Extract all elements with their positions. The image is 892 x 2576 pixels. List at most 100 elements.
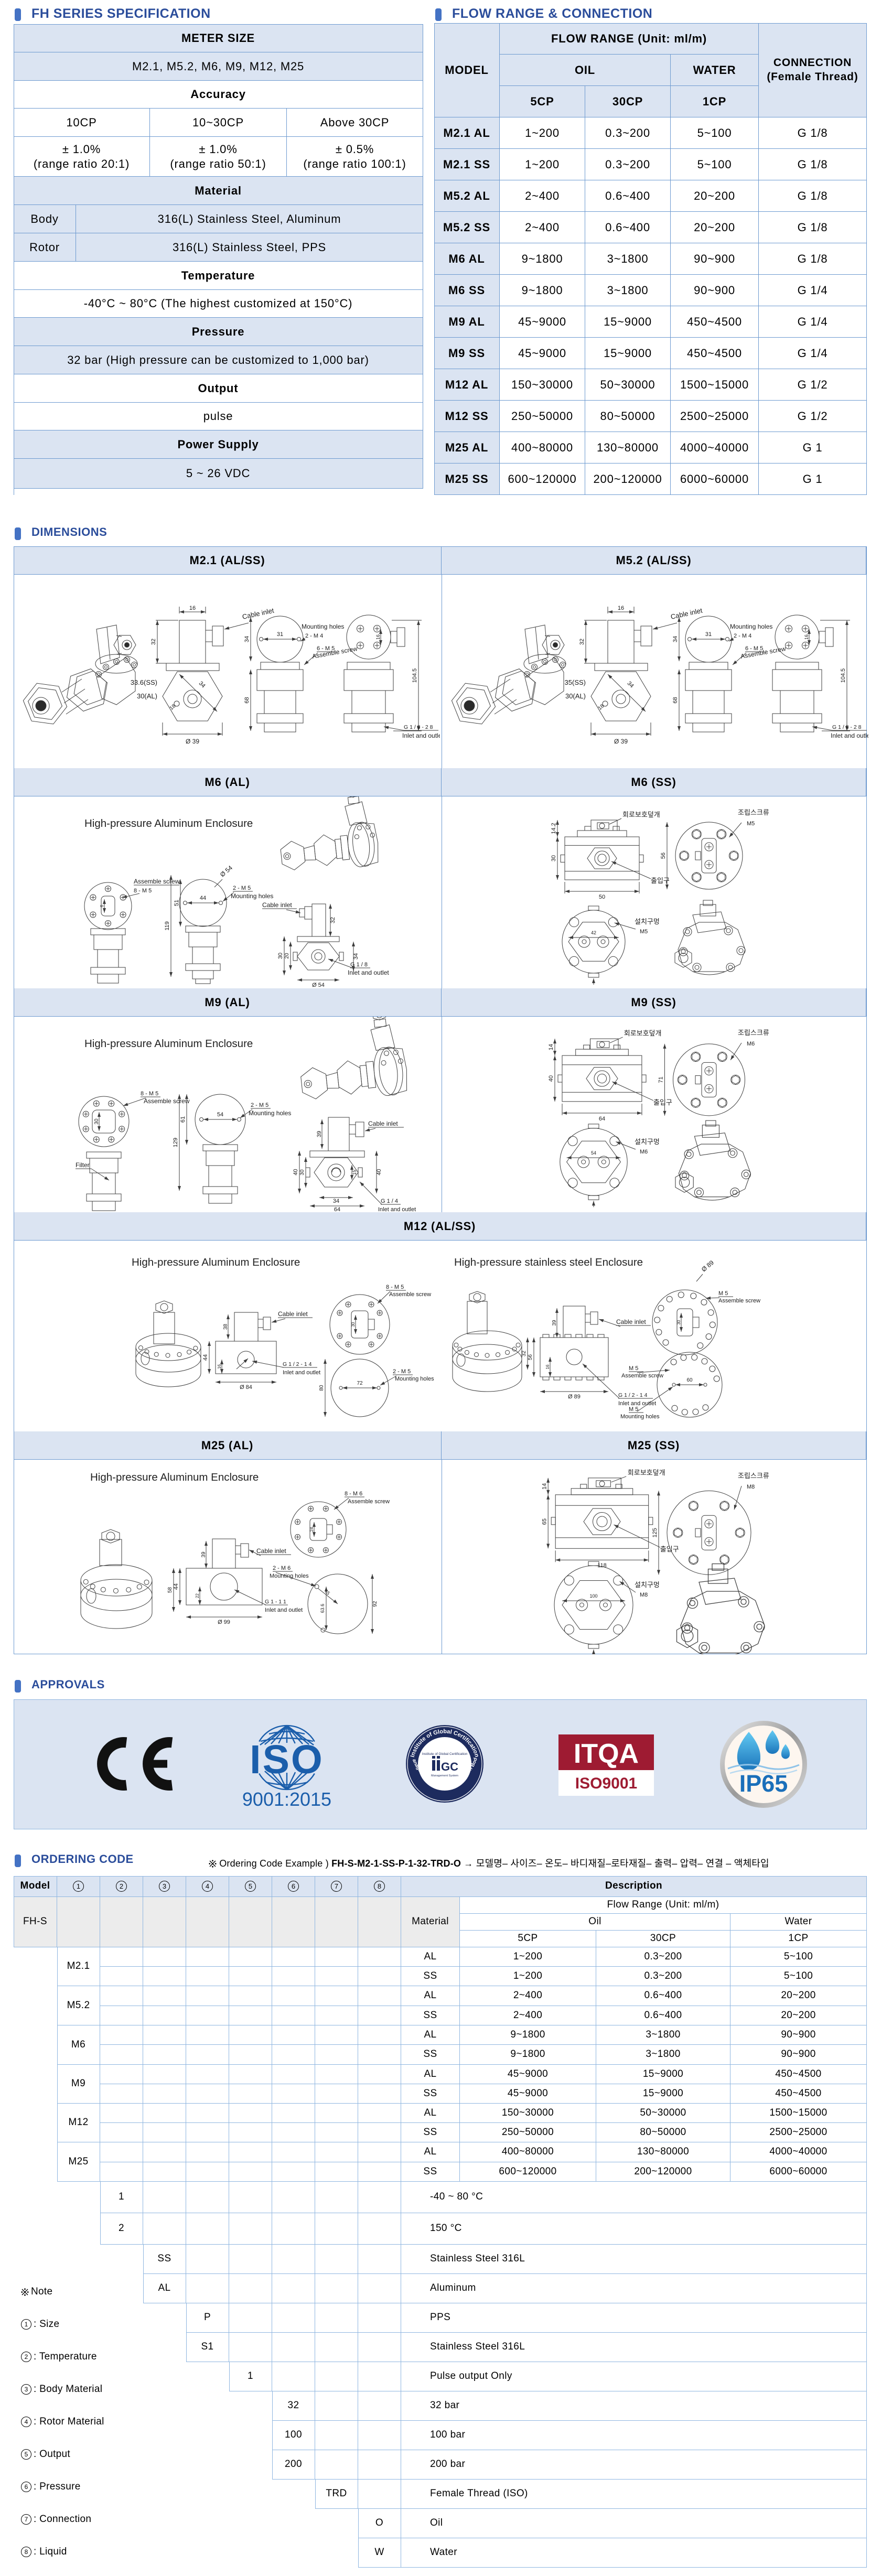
svg-text:설치구멍: 설치구멍: [635, 918, 660, 925]
svg-text:Cable inlet: Cable inlet: [616, 1318, 646, 1325]
svg-text:33.6(SS): 33.6(SS): [131, 678, 157, 686]
svg-text:34: 34: [353, 953, 359, 960]
svg-text:High-pressure Aluminum Enclosu: High-pressure Aluminum Enclosure: [132, 1256, 300, 1268]
svg-text:설치구멍: 설치구멍: [635, 1581, 660, 1589]
svg-text:65: 65: [541, 1518, 547, 1525]
svg-text:40: 40: [548, 1075, 554, 1082]
svg-text:2 - M 4: 2 - M 4: [734, 633, 751, 639]
svg-text:14: 14: [548, 1044, 554, 1050]
svg-text:61: 61: [180, 1116, 186, 1123]
svg-text:Assemble screw: Assemble screw: [134, 878, 180, 885]
svg-text:G 1 / 2 - 1 4: G 1 / 2 - 1 4: [283, 1361, 312, 1367]
svg-text:34: 34: [198, 680, 207, 689]
svg-text:6: 6: [100, 904, 104, 907]
svg-text:ISO: ISO: [250, 1737, 324, 1782]
svg-text:30(AL): 30(AL): [565, 692, 586, 700]
svg-text:16: 16: [618, 605, 624, 611]
svg-text:High-pressure Aluminum Enclosu: High-pressure Aluminum Enclosure: [90, 1471, 259, 1483]
svg-text:35(SS): 35(SS): [565, 678, 586, 686]
svg-text:Ø 54: Ø 54: [312, 982, 325, 988]
svg-text:Filter: Filter: [76, 1161, 90, 1169]
svg-text:GC: GC: [441, 1760, 458, 1773]
svg-text:30(AL): 30(AL): [137, 692, 157, 700]
svg-text:44: 44: [202, 1354, 209, 1361]
svg-text:129: 129: [173, 1138, 179, 1147]
svg-text:44: 44: [173, 1583, 179, 1590]
svg-text:63.6: 63.6: [320, 1604, 325, 1613]
svg-text:Assemble screw: Assemble screw: [621, 1373, 663, 1379]
svg-text:39: 39: [316, 1131, 323, 1137]
svg-text:2 - M 5: 2 - M 5: [251, 1102, 268, 1108]
svg-text:54: 54: [591, 1150, 596, 1156]
svg-text:34: 34: [333, 1198, 339, 1204]
svg-text:118: 118: [597, 1562, 607, 1569]
svg-text:G 1 / 2 - 1 4: G 1 / 2 - 1 4: [618, 1392, 648, 1398]
svg-text:16: 16: [545, 1364, 550, 1369]
svg-text:40: 40: [376, 1169, 382, 1175]
svg-text:71: 71: [658, 1076, 664, 1083]
svg-text:31: 31: [277, 631, 283, 638]
svg-text:Cable inlet: Cable inlet: [256, 1547, 286, 1555]
svg-text:16: 16: [804, 634, 809, 640]
svg-text:회로보호덮개: 회로보호덮개: [628, 1469, 665, 1476]
svg-text:80: 80: [319, 1385, 325, 1391]
svg-text:Mounting holes: Mounting holes: [270, 1573, 309, 1579]
svg-text:M6: M6: [747, 1041, 755, 1047]
svg-text:Assemble screw: Assemble screw: [389, 1291, 431, 1298]
svg-text:M8: M8: [747, 1484, 755, 1490]
svg-text:Mounting holes: Mounting holes: [395, 1376, 434, 1382]
svg-text:출입구: 출입구: [651, 877, 670, 885]
svg-text:34: 34: [626, 680, 635, 689]
svg-text:32: 32: [151, 639, 157, 645]
svg-text:56: 56: [660, 853, 667, 859]
svg-text:18: 18: [169, 703, 177, 712]
svg-text:8 - M 5: 8 - M 5: [386, 1284, 404, 1290]
svg-text:Mounting holes: Mounting holes: [231, 892, 273, 900]
svg-text:2 - M 5: 2 - M 5: [393, 1368, 411, 1375]
svg-text:16: 16: [375, 634, 381, 640]
svg-text:출입구: 출입구: [653, 1098, 672, 1106]
svg-text:High-pressure stainless steel: High-pressure stainless steel Enclosure: [454, 1256, 643, 1268]
svg-text:Inlet and outlet: Inlet and outlet: [831, 732, 868, 739]
svg-text:Assemble screw: Assemble screw: [144, 1097, 190, 1105]
svg-text:30: 30: [94, 1118, 100, 1125]
svg-text:44: 44: [200, 895, 206, 901]
svg-text:조립스크류: 조립스크류: [738, 1029, 769, 1037]
svg-text:15: 15: [352, 1170, 357, 1175]
svg-text:Cable inlet: Cable inlet: [368, 1120, 398, 1127]
svg-text:회로보호덮개: 회로보호덮개: [624, 1029, 662, 1037]
svg-text:32: 32: [579, 639, 585, 645]
svg-text:72: 72: [357, 1381, 363, 1386]
svg-text:Ø 54: Ø 54: [219, 864, 234, 879]
svg-text:39: 39: [552, 1320, 557, 1326]
svg-text:IP65: IP65: [739, 1770, 788, 1797]
svg-text:Inlet and outlet: Inlet and outlet: [283, 1370, 320, 1376]
svg-text:58: 58: [167, 1587, 173, 1593]
svg-text:30: 30: [551, 855, 557, 861]
svg-text:G 1 / 4: G 1 / 4: [381, 1198, 398, 1204]
svg-text:9001:2015: 9001:2015: [242, 1788, 331, 1810]
svg-text:Inlet and outlet: Inlet and outlet: [378, 1206, 416, 1212]
svg-text:8 - M 6: 8 - M 6: [345, 1491, 362, 1497]
svg-text:18: 18: [597, 703, 606, 712]
svg-text:Inlet and outlet: Inlet and outlet: [265, 1607, 303, 1613]
svg-text:M 5: M 5: [718, 1290, 728, 1297]
svg-text:8 - M 5: 8 - M 5: [141, 1091, 158, 1097]
svg-text:Mounting holes: Mounting holes: [620, 1414, 660, 1420]
svg-text:104.5: 104.5: [412, 669, 418, 683]
svg-text:14.2: 14.2: [551, 823, 557, 834]
svg-text:G 1 / 8 - 2 8: G 1 / 8 - 2 8: [832, 724, 862, 730]
svg-text:M 5: M 5: [629, 1406, 638, 1413]
svg-text:설치구멍: 설치구멍: [635, 1138, 660, 1146]
svg-text:Assemble screw: Assemble screw: [718, 1298, 760, 1304]
svg-text:64: 64: [334, 1206, 340, 1212]
svg-text:42: 42: [591, 930, 596, 935]
svg-text:G 1 - 1 1: G 1 - 1 1: [265, 1599, 286, 1605]
svg-text:회로보호덮개: 회로보호덮개: [622, 811, 660, 818]
svg-text:68: 68: [244, 697, 250, 703]
svg-text:50: 50: [599, 894, 605, 900]
svg-text:Cable inlet: Cable inlet: [262, 901, 292, 909]
svg-text:Mounting holes: Mounting holes: [302, 623, 344, 630]
svg-text:Assemble screw: Assemble screw: [348, 1499, 390, 1505]
svg-text:M 5: M 5: [629, 1365, 638, 1372]
